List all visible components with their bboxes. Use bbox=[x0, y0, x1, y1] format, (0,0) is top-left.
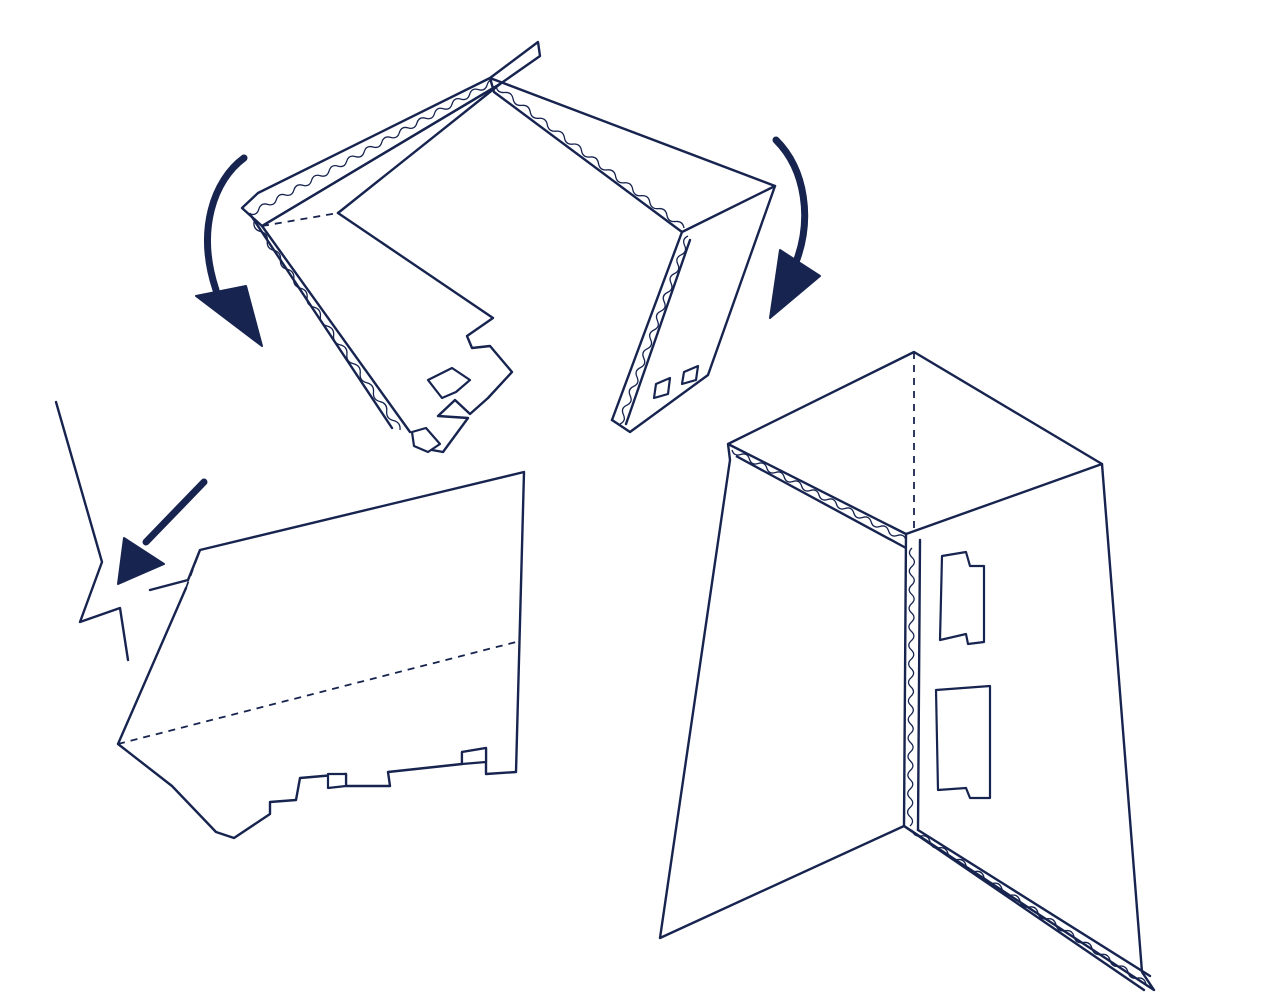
corrugation-flute-3 bbox=[253, 221, 401, 431]
corrugation-flutes bbox=[249, 78, 1147, 985]
fold-arrow-right bbox=[769, 136, 821, 319]
corrugation-flute-1 bbox=[495, 85, 685, 229]
open-u-shape bbox=[240, 40, 777, 454]
insert-arrow bbox=[117, 478, 208, 585]
corrugation-flute-2 bbox=[619, 235, 689, 425]
corrugation-flute-4 bbox=[731, 449, 907, 541]
corner-stand bbox=[658, 350, 1156, 992]
flat-panel bbox=[54, 400, 526, 840]
corrugation-flute-0 bbox=[249, 78, 497, 216]
fold-arrow-left bbox=[195, 154, 263, 347]
corrugation-flute-5 bbox=[906, 547, 916, 827]
